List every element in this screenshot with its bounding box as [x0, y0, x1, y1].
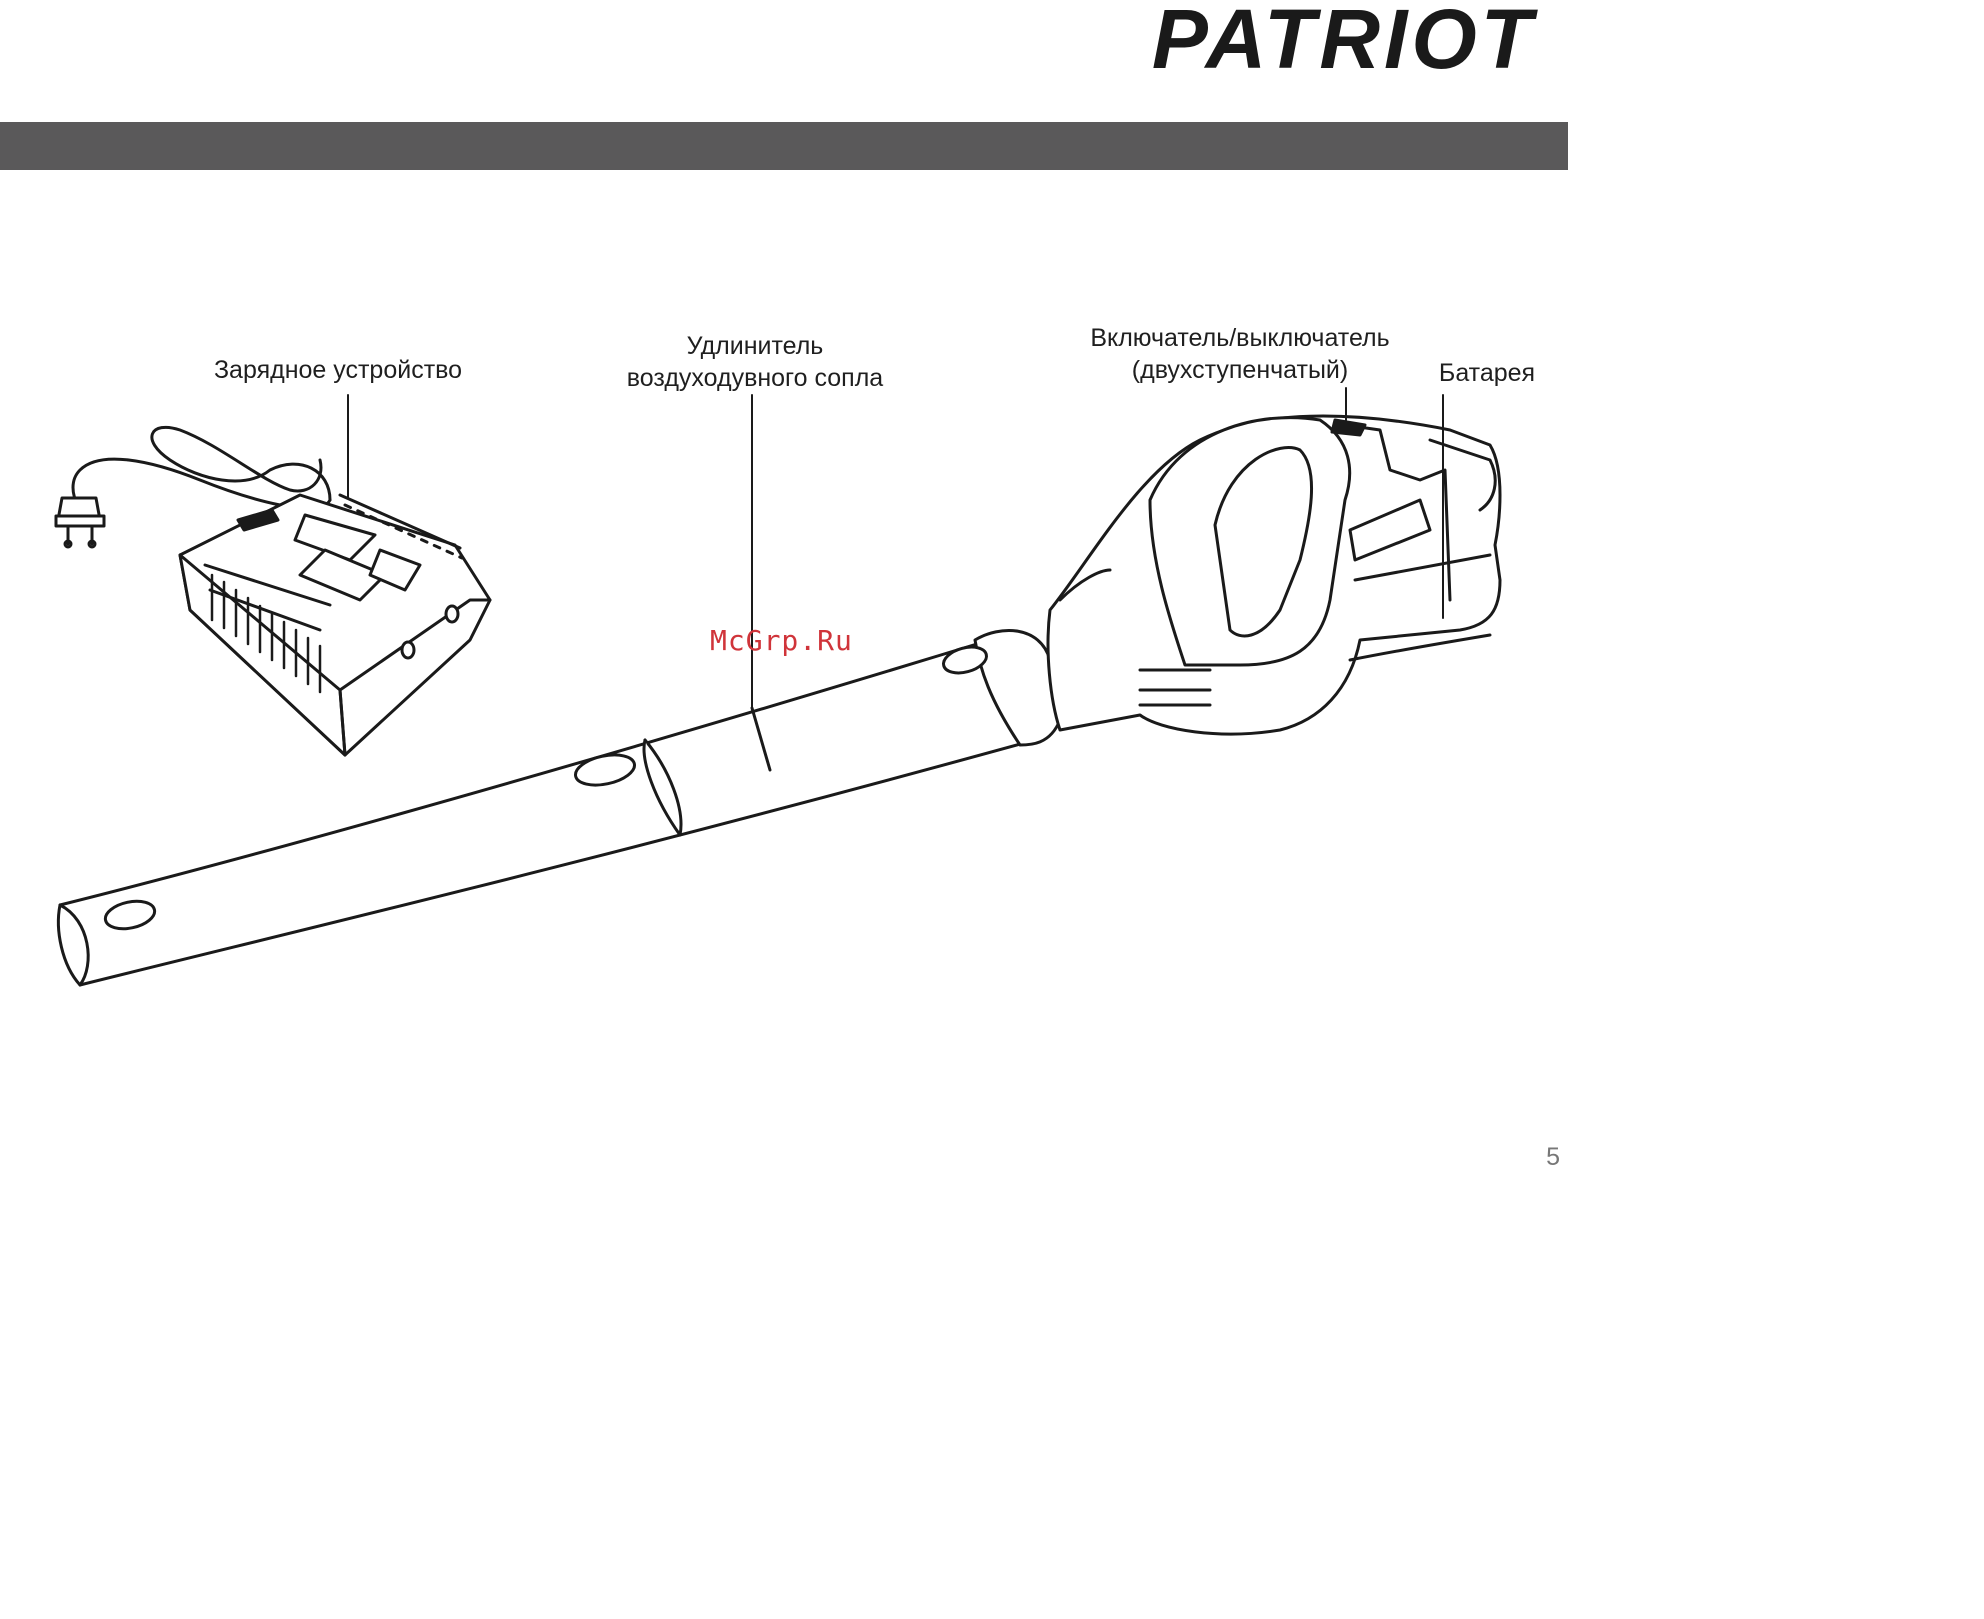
label-switch-line2: (двухступенчатый): [1060, 354, 1420, 386]
charger-cable: [73, 427, 330, 508]
label-charger: Зарядное устройство: [188, 354, 488, 386]
label-nozzle-line2: воздуходувного сопла: [600, 362, 910, 394]
label-nozzle: Удлинитель воздуходувного сопла: [600, 330, 910, 394]
label-battery: Батарея: [1428, 357, 1546, 389]
power-plug-icon: [56, 498, 104, 547]
label-battery-text: Батарея: [1439, 359, 1535, 387]
blower-tube: [58, 640, 1035, 985]
page-number: 5: [1546, 1143, 1560, 1172]
blower-housing: [1048, 416, 1500, 734]
label-charger-text: Зарядное устройство: [214, 356, 462, 384]
charger-body: [180, 495, 490, 755]
label-nozzle-line1: Удлинитель: [600, 330, 910, 362]
label-switch-line1: Включатель/выключатель: [1060, 322, 1420, 354]
watermark: McGrp.Ru: [710, 624, 853, 657]
label-switch: Включатель/выключатель (двухступенчатый): [1060, 322, 1420, 386]
